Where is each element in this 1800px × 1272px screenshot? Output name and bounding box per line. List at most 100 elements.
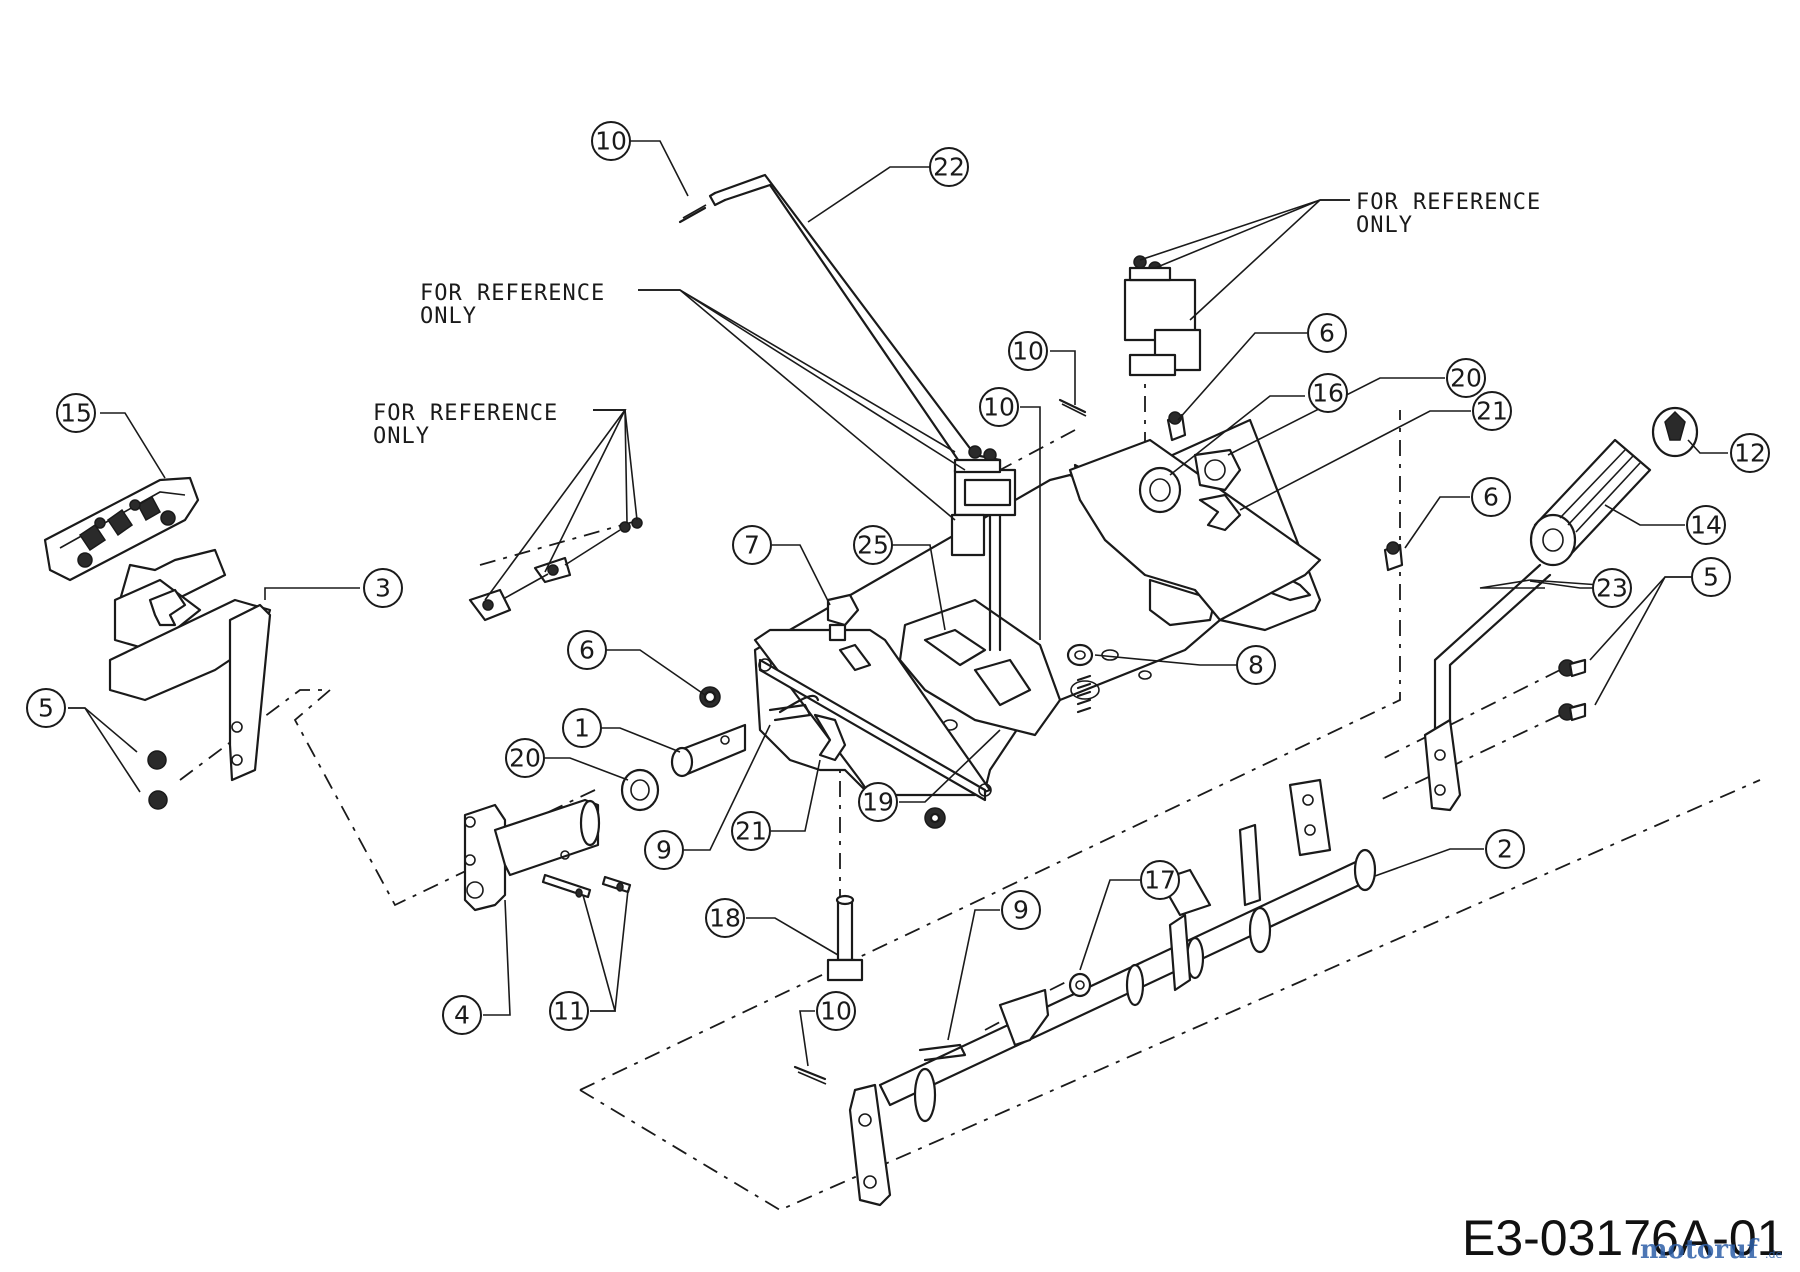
callout: 5: [1691, 557, 1731, 597]
reference-note-line1: FOR REFERENCE: [373, 401, 558, 426]
bolt-6-left: [699, 686, 721, 708]
callout-label: 10: [820, 997, 852, 1026]
pivot-tube: [670, 723, 747, 778]
callout-label: 21: [1476, 397, 1508, 426]
callout: 10: [1008, 331, 1048, 371]
hairpin-9-lower: [918, 1043, 967, 1062]
callout: 15: [56, 393, 96, 433]
callout: 1: [562, 708, 602, 748]
callout-label: 22: [933, 153, 965, 182]
watermark-text: motoruf: [1640, 1235, 1760, 1265]
callout: 14: [1686, 505, 1726, 545]
callout-label: 6: [1319, 319, 1335, 348]
callout: 10: [591, 121, 631, 161]
end-cap-12: [1651, 406, 1699, 458]
bushing-20-upper: [1193, 448, 1242, 492]
callout-label: 1: [574, 714, 590, 743]
bushing-16: [1138, 466, 1182, 514]
callout: 9: [644, 830, 684, 870]
callout: 6: [1307, 313, 1347, 353]
callout-label: 4: [454, 1001, 470, 1030]
pivot-channel: [753, 628, 992, 802]
callout-label: 10: [983, 393, 1015, 422]
clip-21-upper: [1198, 493, 1242, 532]
callout: 16: [1308, 373, 1348, 413]
safety-switch-left: [950, 445, 1017, 557]
switch-small-reference: [468, 517, 643, 622]
callout-label: 6: [1483, 483, 1499, 512]
callout-label: 20: [1450, 364, 1482, 393]
reference-note-upper-left: FOR REFERENCE ONLY: [420, 281, 605, 329]
callout-label: 3: [375, 574, 391, 603]
callout-label: 10: [1012, 337, 1044, 366]
upper-support-plate: [1068, 438, 1322, 622]
reference-note-line1: FOR REFERENCE: [1356, 190, 1541, 215]
cross-shaft: [848, 778, 1377, 1207]
callout-label: 21: [735, 817, 767, 846]
reference-note-line1: FOR REFERENCE: [420, 281, 605, 306]
callout: 19: [858, 782, 898, 822]
callout-label: 5: [38, 694, 54, 723]
callout-label: 11: [553, 997, 585, 1026]
callout: 10: [816, 991, 856, 1031]
reference-note-right: FOR REFERENCE ONLY: [1356, 190, 1541, 238]
clip-21-lower: [813, 713, 847, 762]
callout-label: 9: [656, 836, 672, 865]
callout: 21: [1472, 391, 1512, 431]
callout-label: 2: [1497, 835, 1513, 864]
callout: 11: [549, 991, 589, 1031]
reference-note-line2: ONLY: [420, 304, 477, 329]
callout: 17: [1140, 860, 1180, 900]
callout: 12: [1730, 433, 1770, 473]
callout-label: 9: [1013, 896, 1029, 925]
cotter-10-mid: [1058, 398, 1087, 417]
reference-note-line2: ONLY: [373, 424, 430, 449]
hex-bolt-7: [826, 593, 872, 672]
bushing-lower: [620, 768, 660, 812]
callout-label: 10: [595, 127, 627, 156]
shoulder-pin-18: [826, 894, 864, 982]
callout-label: 12: [1734, 439, 1766, 468]
pedal-hinge-bracket: [898, 598, 1062, 737]
pedal-shaft-tube: [463, 798, 601, 912]
watermark-suffix: .de: [1765, 1248, 1782, 1261]
callout: 3: [363, 568, 403, 608]
callout-label: 6: [579, 636, 595, 665]
bolt-19: [924, 807, 946, 829]
callout: 20: [1446, 358, 1486, 398]
bolts-5-right: [1558, 658, 1587, 722]
washer-17: [1068, 972, 1092, 998]
callout-label: 8: [1248, 651, 1264, 680]
callout: 10: [979, 387, 1019, 427]
callout: 8: [1236, 645, 1276, 685]
callout-label: 7: [744, 531, 760, 560]
bolt-6-right: [1383, 541, 1404, 572]
pedal-pad: [43, 476, 200, 582]
callout-label: 5: [1703, 563, 1719, 592]
spring-and-washer: [1066, 643, 1094, 714]
callout-label: 18: [709, 904, 741, 933]
leader-lines: [68, 140, 1728, 1067]
callout-label: 25: [857, 531, 889, 560]
callout: 6: [567, 630, 607, 670]
bolt-6-upper: [1166, 411, 1187, 442]
callout: 18: [705, 898, 745, 938]
brake-pedal-arm: [108, 548, 272, 782]
roll-pins: [541, 873, 632, 899]
pedal-grip-14: [1529, 438, 1652, 567]
callout: 23: [1592, 568, 1632, 608]
bolts-5-left: [147, 750, 168, 810]
callout-label: 17: [1144, 866, 1176, 895]
callout-label: 15: [60, 399, 92, 428]
hairpin-9-upper: [768, 694, 820, 722]
callout: 20: [505, 738, 545, 778]
cotter-10-lower: [793, 1065, 827, 1085]
pedal-arm-23: [1423, 563, 1552, 812]
callout: 7: [732, 525, 772, 565]
watermark-logo: motoruf .de: [1640, 1235, 1782, 1265]
reference-note-line2: ONLY: [1356, 213, 1413, 238]
callout-label: 23: [1596, 574, 1628, 603]
callout: 21: [731, 811, 771, 851]
cotter-pin: [678, 204, 707, 224]
callout-label: 20: [509, 744, 541, 773]
